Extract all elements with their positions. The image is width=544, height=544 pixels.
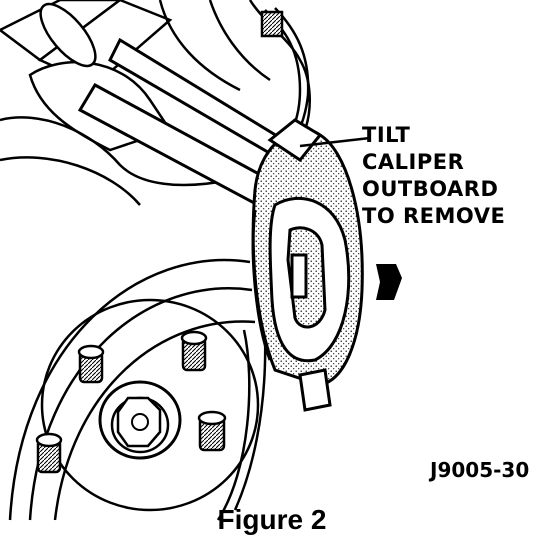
callout-line: CALIPER: [362, 150, 465, 174]
outboard-arrow-icon: [376, 264, 402, 300]
callout-instruction: TILT CALIPER OUTBOARD TO REMOVE: [362, 122, 540, 230]
callout-line: TILT: [362, 123, 411, 147]
caliper: [251, 118, 364, 412]
wheel-studs: [35, 330, 227, 474]
brake-hose: [260, 7, 310, 139]
callout-line: OUTBOARD: [362, 177, 499, 201]
hub: [40, 298, 260, 512]
figure-caption: Figure 2: [217, 504, 327, 535]
callout-line: TO REMOVE: [362, 204, 506, 228]
figure-id: J9005-30: [430, 458, 530, 482]
callout-leader: [299, 136, 371, 148]
